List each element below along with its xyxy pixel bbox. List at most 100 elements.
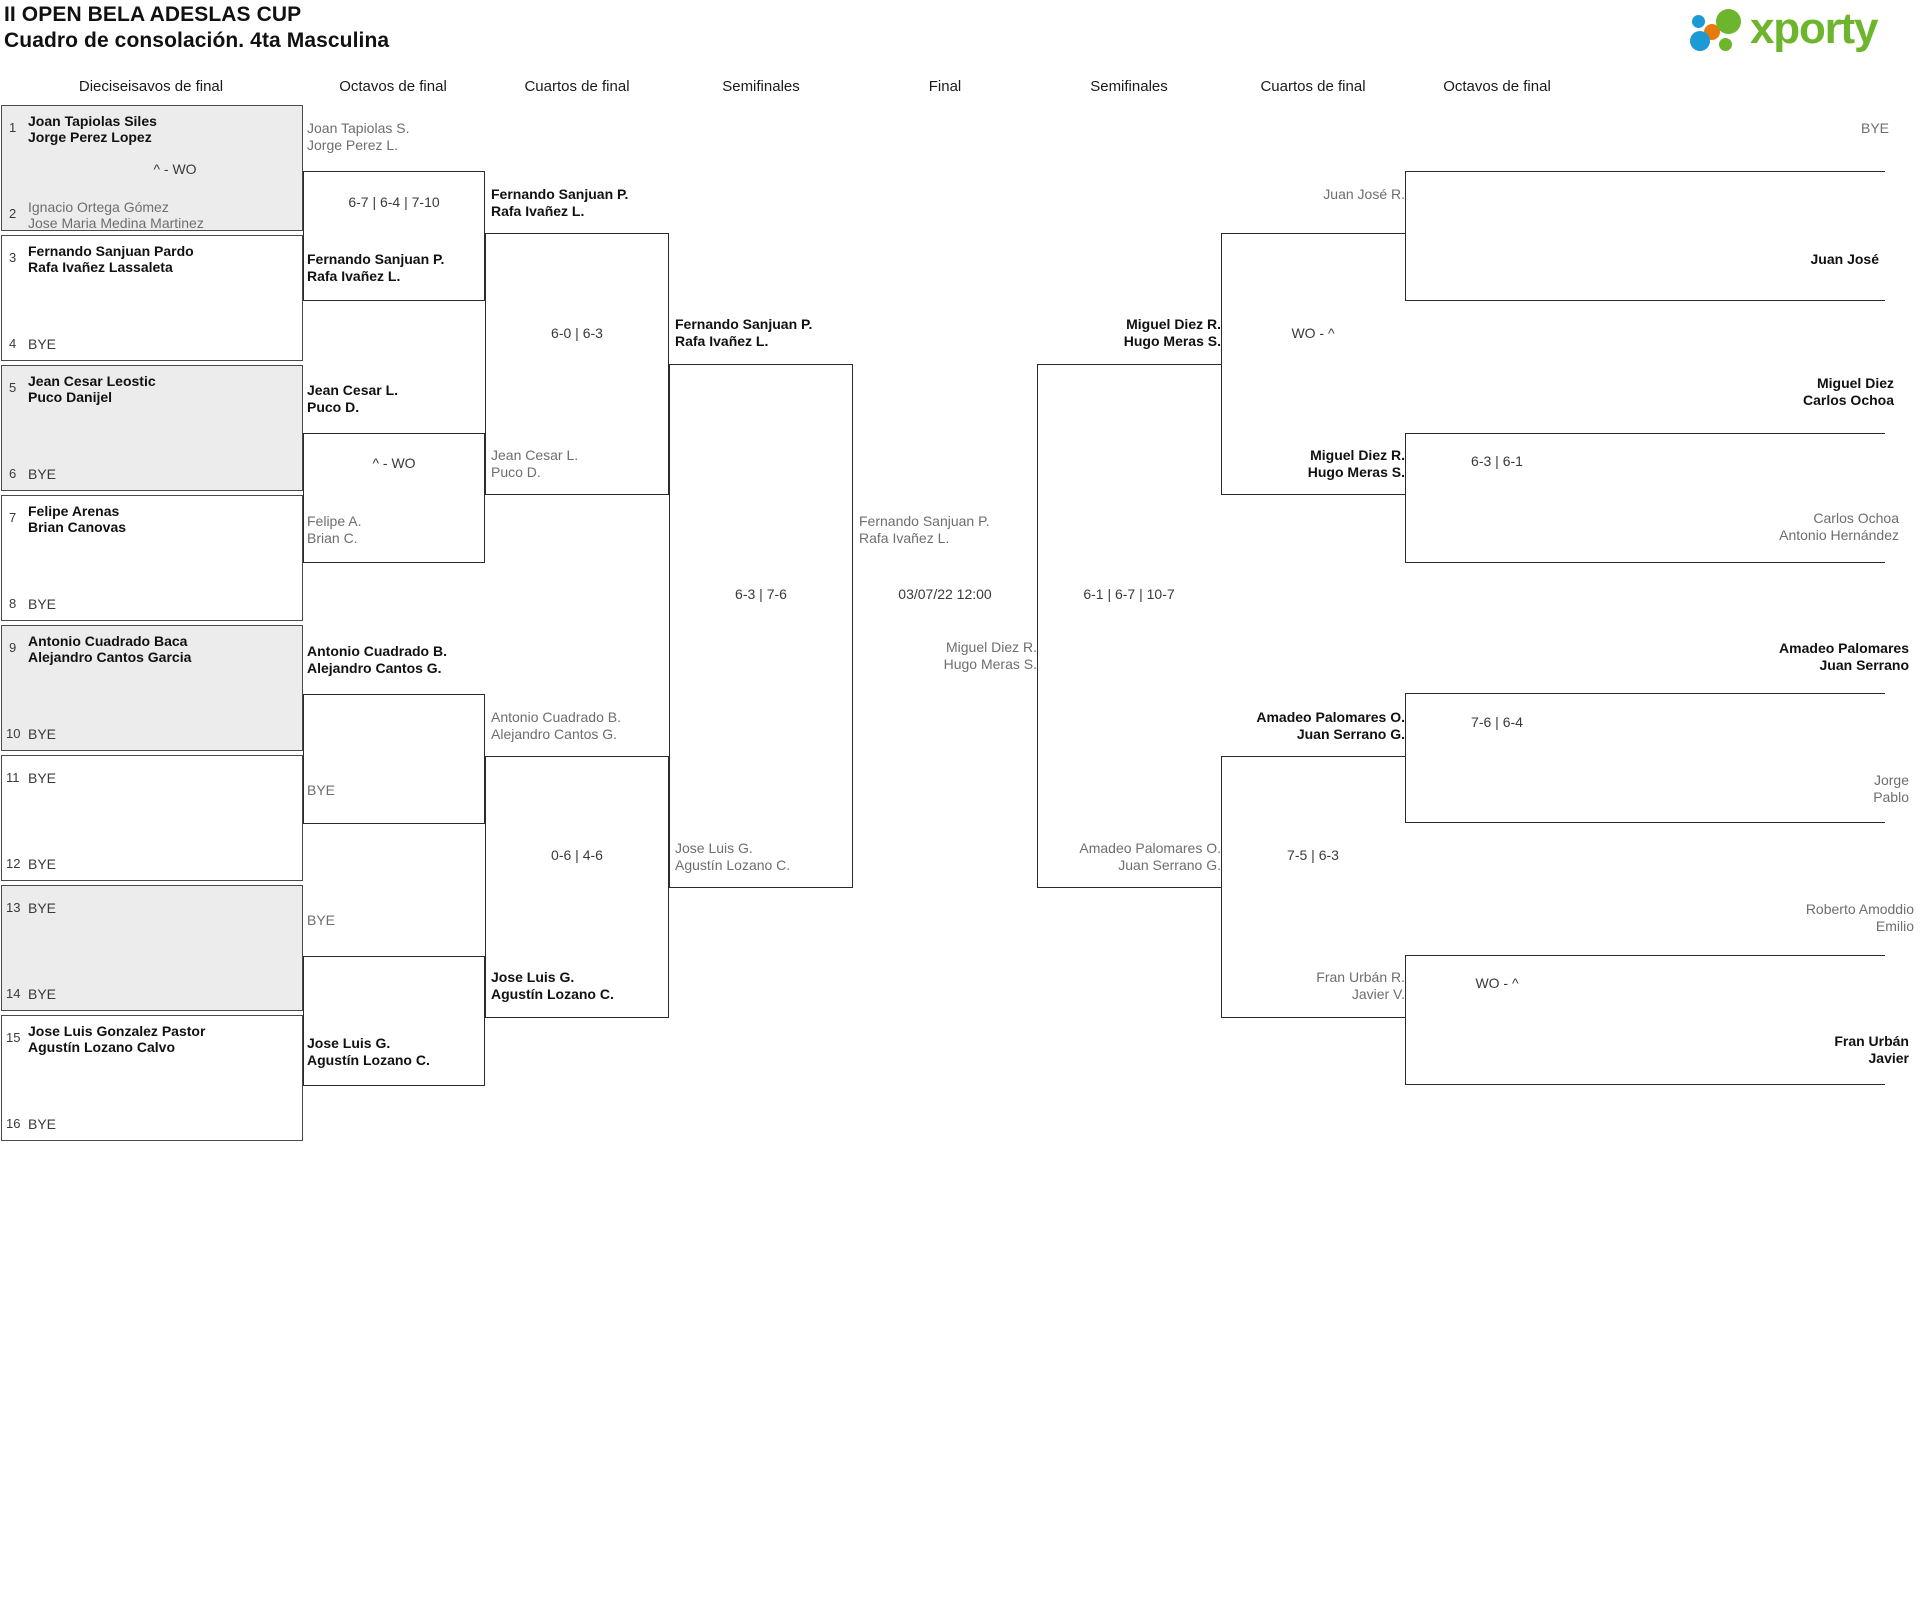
r2-team-lower[interactable]: Fernando Sanjuan P. Rafa Ivañez L.	[307, 251, 445, 284]
r2-matchbox-1[interactable]	[303, 171, 485, 301]
seed-pair-1[interactable]: 1 Joan Tapiolas Siles Jorge Perez Lopez …	[1, 105, 303, 231]
r2r-team-lower[interactable]: Juan José	[1810, 251, 1879, 267]
r3-team-upper[interactable]: Antonio Cuadrado B. Alejandro Cantos G.	[491, 709, 621, 742]
seed-team: Jean Cesar Leostic Puco Danijel	[28, 373, 156, 405]
bye-label: BYE	[28, 726, 57, 742]
bracket-subtitle: Cuadro de consolación. 4ta Masculina	[4, 29, 390, 52]
r2r-team-lower[interactable]: Carlos Ochoa Antonio Hernández	[1779, 510, 1899, 543]
seed-team: Fernando Sanjuan Pardo Rafa Ivañez Lassa…	[28, 243, 194, 275]
seed-number: 4	[9, 336, 17, 351]
logo-dots-icon	[1690, 7, 1748, 51]
match-score: WO - ^	[1475, 975, 1519, 991]
seed-pair-3[interactable]: 5 Jean Cesar Leostic Puco Danijel 6 BYE	[1, 365, 303, 491]
round-header-final: Final	[928, 78, 962, 95]
r4-matchbox-1[interactable]	[669, 364, 853, 888]
r2r-team-upper[interactable]: BYE	[1860, 120, 1889, 136]
seed-pair-5[interactable]: 9 Antonio Cuadrado Baca Alejandro Cantos…	[1, 625, 303, 751]
r2r-team-upper[interactable]: Miguel Diez Carlos Ochoa	[1802, 375, 1894, 408]
final-schedule: 03/07/22 12:00	[898, 586, 992, 602]
r2-team-lower[interactable]: BYE	[307, 782, 336, 798]
r2-team-lower[interactable]: Jose Luis G. Agustín Lozano C.	[307, 1035, 430, 1068]
match-score: 7-6 | 6-4	[1471, 714, 1523, 730]
seed-number: 14	[6, 986, 21, 1001]
r2-matchbox-4[interactable]	[303, 956, 485, 1086]
seed-number: 12	[6, 856, 21, 871]
r3-team-upper[interactable]: Fernando Sanjuan P. Rafa Ivañez L.	[491, 186, 629, 219]
round-header-qf-right: Cuartos de final	[1260, 78, 1366, 95]
seed-pair-7[interactable]: 13 BYE 14 BYE	[1, 885, 303, 1011]
r3-team-lower[interactable]: Jean Cesar L. Puco D.	[491, 447, 579, 480]
seed-team: Felipe Arenas Brian Canovas	[28, 503, 127, 535]
round-header-r8-right: Octavos de final	[1443, 78, 1551, 95]
seed-number: 15	[6, 1030, 21, 1045]
r2-team-lower[interactable]: Felipe A. Brian C.	[307, 513, 362, 546]
seed-number: 3	[9, 250, 17, 265]
seed-number: 9	[9, 640, 17, 655]
match-score: 6-0 | 6-3	[551, 325, 603, 341]
r4-team-upper[interactable]: Fernando Sanjuan P. Rafa Ivañez L.	[675, 316, 813, 349]
r3-matchbox-2[interactable]	[485, 756, 669, 1018]
r3r-team-upper[interactable]: Juan José R.	[1323, 186, 1405, 202]
page-title: II OPEN BELA ADESLAS CUP Cuadro de conso…	[4, 2, 389, 54]
r2r-matchbox-4[interactable]	[1405, 955, 1885, 1085]
r3-matchbox-1[interactable]	[485, 233, 669, 495]
r3r-team-lower[interactable]: Miguel Diez R. Hugo Meras S.	[1307, 447, 1405, 480]
match-score: 6-1 | 6-7 | 10-7	[1083, 586, 1175, 602]
seed-number: 7	[9, 510, 17, 525]
seed-number: 5	[9, 380, 17, 395]
seed-pair-2[interactable]: 3 Fernando Sanjuan Pardo Rafa Ivañez Las…	[1, 235, 303, 361]
r2-team-upper[interactable]: Antonio Cuadrado B. Alejandro Cantos G.	[307, 643, 447, 676]
round-header-r16-left: Dieciseisavos de final	[78, 78, 224, 95]
match-score: 0-6 | 4-6	[551, 847, 603, 863]
r2-team-upper[interactable]: BYE	[307, 912, 336, 928]
r3r-matchbox-2[interactable]	[1221, 756, 1405, 1018]
r4r-matchbox-1[interactable]	[1037, 364, 1221, 888]
seed-team: Ignacio Ortega Gómez Jose Maria Medina M…	[28, 199, 204, 231]
seed-team: Joan Tapiolas Siles Jorge Perez Lopez	[28, 113, 157, 145]
seed-pair-6[interactable]: 11 BYE 12 BYE	[1, 755, 303, 881]
r3r-team-upper[interactable]: Amadeo Palomares O. Juan Serrano G.	[1256, 709, 1405, 742]
bye-label: BYE	[28, 900, 57, 916]
match-score: 6-7 | 6-4 | 7-10	[348, 194, 440, 210]
seed-number: 1	[9, 120, 17, 135]
round-header-sf-left: Semifinales	[722, 78, 800, 95]
r2r-team-upper[interactable]: Amadeo Palomares Juan Serrano	[1779, 640, 1909, 673]
r4-team-lower[interactable]: Jose Luis G. Agustín Lozano C.	[675, 840, 791, 873]
final-team-lower[interactable]: Miguel Diez R. Hugo Meras S.	[943, 639, 1037, 672]
bye-label: BYE	[28, 856, 57, 872]
match-score: 6-3 | 7-6	[735, 586, 787, 602]
xporty-logo: xporty	[1690, 4, 1878, 53]
r4r-team-lower[interactable]: Amadeo Palomares O. Juan Serrano G.	[1079, 840, 1221, 873]
r2r-team-lower[interactable]: Jorge Pablo	[1873, 772, 1909, 805]
seed-pair-4[interactable]: 7 Felipe Arenas Brian Canovas 8 BYE	[1, 495, 303, 621]
r2-matchbox-3[interactable]	[303, 694, 485, 824]
r2-team-upper[interactable]: Joan Tapiolas S. Jorge Perez L.	[307, 120, 410, 153]
final-team-upper[interactable]: Fernando Sanjuan P. Rafa Ivañez L.	[859, 513, 990, 546]
r2r-team-lower[interactable]: Fran Urbán Javier	[1834, 1033, 1909, 1066]
seed-team: Antonio Cuadrado Baca Alejandro Cantos G…	[28, 633, 192, 665]
match-score: 7-5 | 6-3	[1287, 847, 1339, 863]
r2r-matchbox-2[interactable]	[1405, 433, 1885, 563]
r2-team-upper[interactable]: Jean Cesar L. Puco D.	[307, 382, 399, 415]
seed-number: 13	[6, 900, 21, 915]
r3-team-lower[interactable]: Jose Luis G. Agustín Lozano C.	[491, 969, 614, 1002]
seed-number: 8	[9, 596, 17, 611]
r4r-team-upper[interactable]: Miguel Diez R. Hugo Meras S.	[1123, 316, 1221, 349]
match-score: ^ - WO	[372, 455, 416, 471]
r2r-team-upper[interactable]: Roberto Amoddio Emilio	[1805, 901, 1914, 934]
r2r-matchbox-3[interactable]	[1405, 693, 1885, 823]
seed-number: 6	[9, 466, 17, 481]
match-score: 6-3 | 6-1	[1471, 453, 1523, 469]
seed-pair-8[interactable]: 15 Jose Luis Gonzalez Pastor Agustín Loz…	[1, 1015, 303, 1141]
r3r-team-lower[interactable]: Fran Urbán R. Javier V.	[1316, 969, 1405, 1002]
bye-label: BYE	[28, 986, 57, 1002]
logo-wordmark: xporty	[1750, 4, 1878, 53]
r2r-matchbox-1[interactable]	[1405, 171, 1885, 301]
bye-label: BYE	[28, 1116, 57, 1132]
r2-matchbox-2[interactable]	[303, 433, 485, 563]
bye-label: BYE	[28, 466, 57, 482]
match-score: WO - ^	[1291, 325, 1335, 341]
bye-label: BYE	[28, 770, 57, 786]
round-header-qf-left: Cuartos de final	[524, 78, 630, 95]
r3r-matchbox-1[interactable]	[1221, 233, 1405, 495]
